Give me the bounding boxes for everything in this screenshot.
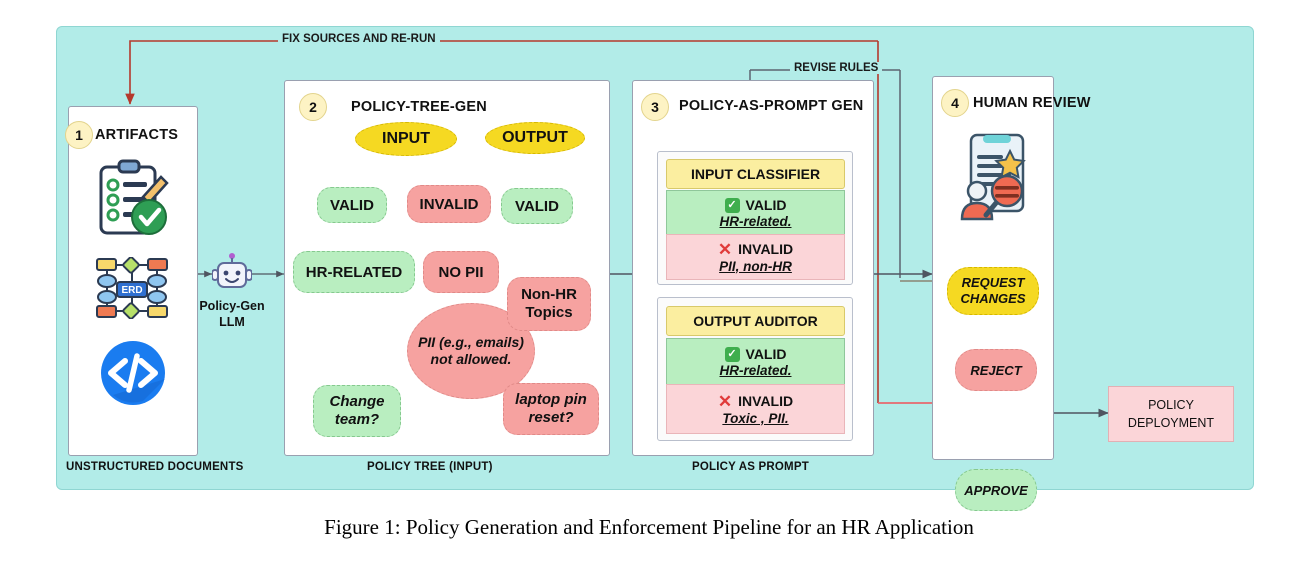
- tree-node-change-team[interactable]: Change team?: [313, 385, 401, 437]
- tree-node-invalid-input[interactable]: INVALID: [407, 185, 491, 223]
- card-output-auditor: OUTPUT AUDITOR ✓ VALID HR-related. ✕ INV…: [657, 297, 853, 441]
- document-review-person-magnifier-icon: [955, 133, 1033, 223]
- erd-diagram-icon: ERD: [95, 256, 169, 320]
- panel-policy-tree-gen: 2 POLICY-TREE-GEN INPUT OUTPUT VALID INV…: [284, 80, 610, 456]
- tree-node-output[interactable]: OUTPUT: [485, 122, 585, 154]
- checklist-clipboard-icon: [91, 159, 173, 239]
- panel-title-artifacts: ARTIFACTS: [95, 127, 179, 143]
- card-header-output-auditor: OUTPUT AUDITOR: [666, 306, 845, 336]
- decision-approve[interactable]: APPROVE: [955, 469, 1037, 511]
- output-auditor-valid-detail: HR-related.: [719, 363, 792, 378]
- llm-label-line2: LLM: [219, 315, 245, 330]
- cross-icon: ✕: [717, 239, 733, 259]
- panel-title-human-review: HUMAN REVIEW: [973, 95, 1091, 111]
- panel-number-4: 4: [941, 89, 969, 117]
- tree-node-valid-output[interactable]: VALID: [501, 188, 573, 224]
- decision-reject[interactable]: REJECT: [955, 349, 1037, 391]
- caption-policy-tree-input: POLICY TREE (INPUT): [367, 461, 493, 473]
- panel-number-3: 3: [641, 93, 669, 121]
- tree-node-non-hr-topics[interactable]: Non-HR Topics: [507, 277, 591, 331]
- check-icon: ✓: [724, 346, 740, 362]
- input-classifier-invalid-status: INVALID: [738, 241, 794, 257]
- policy-deployment-box: POLICY DEPLOYMENT: [1108, 386, 1234, 442]
- tree-node-hr-related[interactable]: HR-RELATED: [293, 251, 415, 293]
- deployment-line1: POLICY: [1148, 397, 1194, 412]
- tree-node-laptop-pin-reset[interactable]: laptop pin reset?: [503, 383, 599, 435]
- decision-request-changes[interactable]: REQUEST CHANGES: [947, 267, 1039, 315]
- panel-artifacts: 1 ARTIFACTS: [65, 106, 198, 456]
- caption-unstructured-documents: UNSTRUCTURED DOCUMENTS: [66, 461, 244, 473]
- cross-icon: ✕: [717, 391, 733, 411]
- panel-title-policy-tree-gen: POLICY-TREE-GEN: [351, 99, 487, 115]
- input-classifier-invalid-detail: PII, non-HR: [719, 258, 792, 274]
- llm-label: Policy-Gen LLM: [187, 298, 277, 331]
- llm-label-line1: Policy-Gen: [199, 299, 265, 313]
- output-auditor-invalid-row: ✕ INVALID: [718, 393, 793, 410]
- card-input-classifier: INPUT CLASSIFIER ✓ VALID HR-related. ✕ I…: [657, 151, 853, 285]
- input-classifier-valid-status: VALID: [745, 197, 787, 213]
- panel-title-policy-as-prompt-gen: POLICY-AS-PROMPT GEN: [679, 98, 864, 114]
- tree-node-no-pii[interactable]: NO PII: [423, 251, 499, 293]
- output-auditor-valid-status: VALID: [745, 346, 787, 362]
- tree-node-input[interactable]: INPUT: [355, 122, 457, 156]
- code-tag-icon: [99, 339, 167, 407]
- input-classifier-valid-detail: HR-related.: [719, 214, 792, 229]
- input-classifier-valid-row: ✓ VALID: [724, 197, 787, 213]
- loop-label-fix-sources: FIX SOURCES AND RE-RUN: [278, 33, 440, 45]
- panel-number-1: 1: [65, 121, 93, 149]
- input-classifier-invalid: ✕ INVALID PII, non-HR: [666, 234, 845, 280]
- panel-human-review: 4 HUMAN REVIEW REQUEST CHANGES REJECT AP…: [932, 76, 1090, 511]
- check-icon: ✓: [724, 197, 740, 213]
- panel-number-2: 2: [299, 93, 327, 121]
- figure-caption: Figure 1: Policy Generation and Enforcem…: [324, 515, 974, 539]
- output-auditor-valid-row: ✓ VALID: [724, 346, 787, 362]
- card-header-input-classifier: INPUT CLASSIFIER: [666, 159, 845, 189]
- panel-policy-as-prompt-gen: 3 POLICY-AS-PROMPT GEN INPUT CLASSIFIER …: [632, 80, 874, 456]
- input-classifier-valid: ✓ VALID HR-related.: [666, 190, 845, 236]
- input-classifier-invalid-row: ✕ INVALID: [718, 241, 793, 258]
- svg-text:ERD: ERD: [121, 285, 142, 296]
- output-auditor-invalid-detail: Toxic , PII.: [722, 410, 789, 426]
- output-auditor-valid: ✓ VALID HR-related.: [666, 338, 845, 386]
- loop-label-revise-rules: REVISE RULES: [790, 62, 883, 74]
- deployment-line2: DEPLOYMENT: [1127, 416, 1215, 430]
- robot-icon: [211, 252, 253, 294]
- tree-node-valid-input[interactable]: VALID: [317, 187, 387, 223]
- output-auditor-invalid-status: INVALID: [738, 393, 794, 409]
- caption-policy-as-prompt: POLICY AS PROMPT: [692, 461, 809, 473]
- output-auditor-invalid: ✕ INVALID Toxic , PII.: [666, 384, 845, 434]
